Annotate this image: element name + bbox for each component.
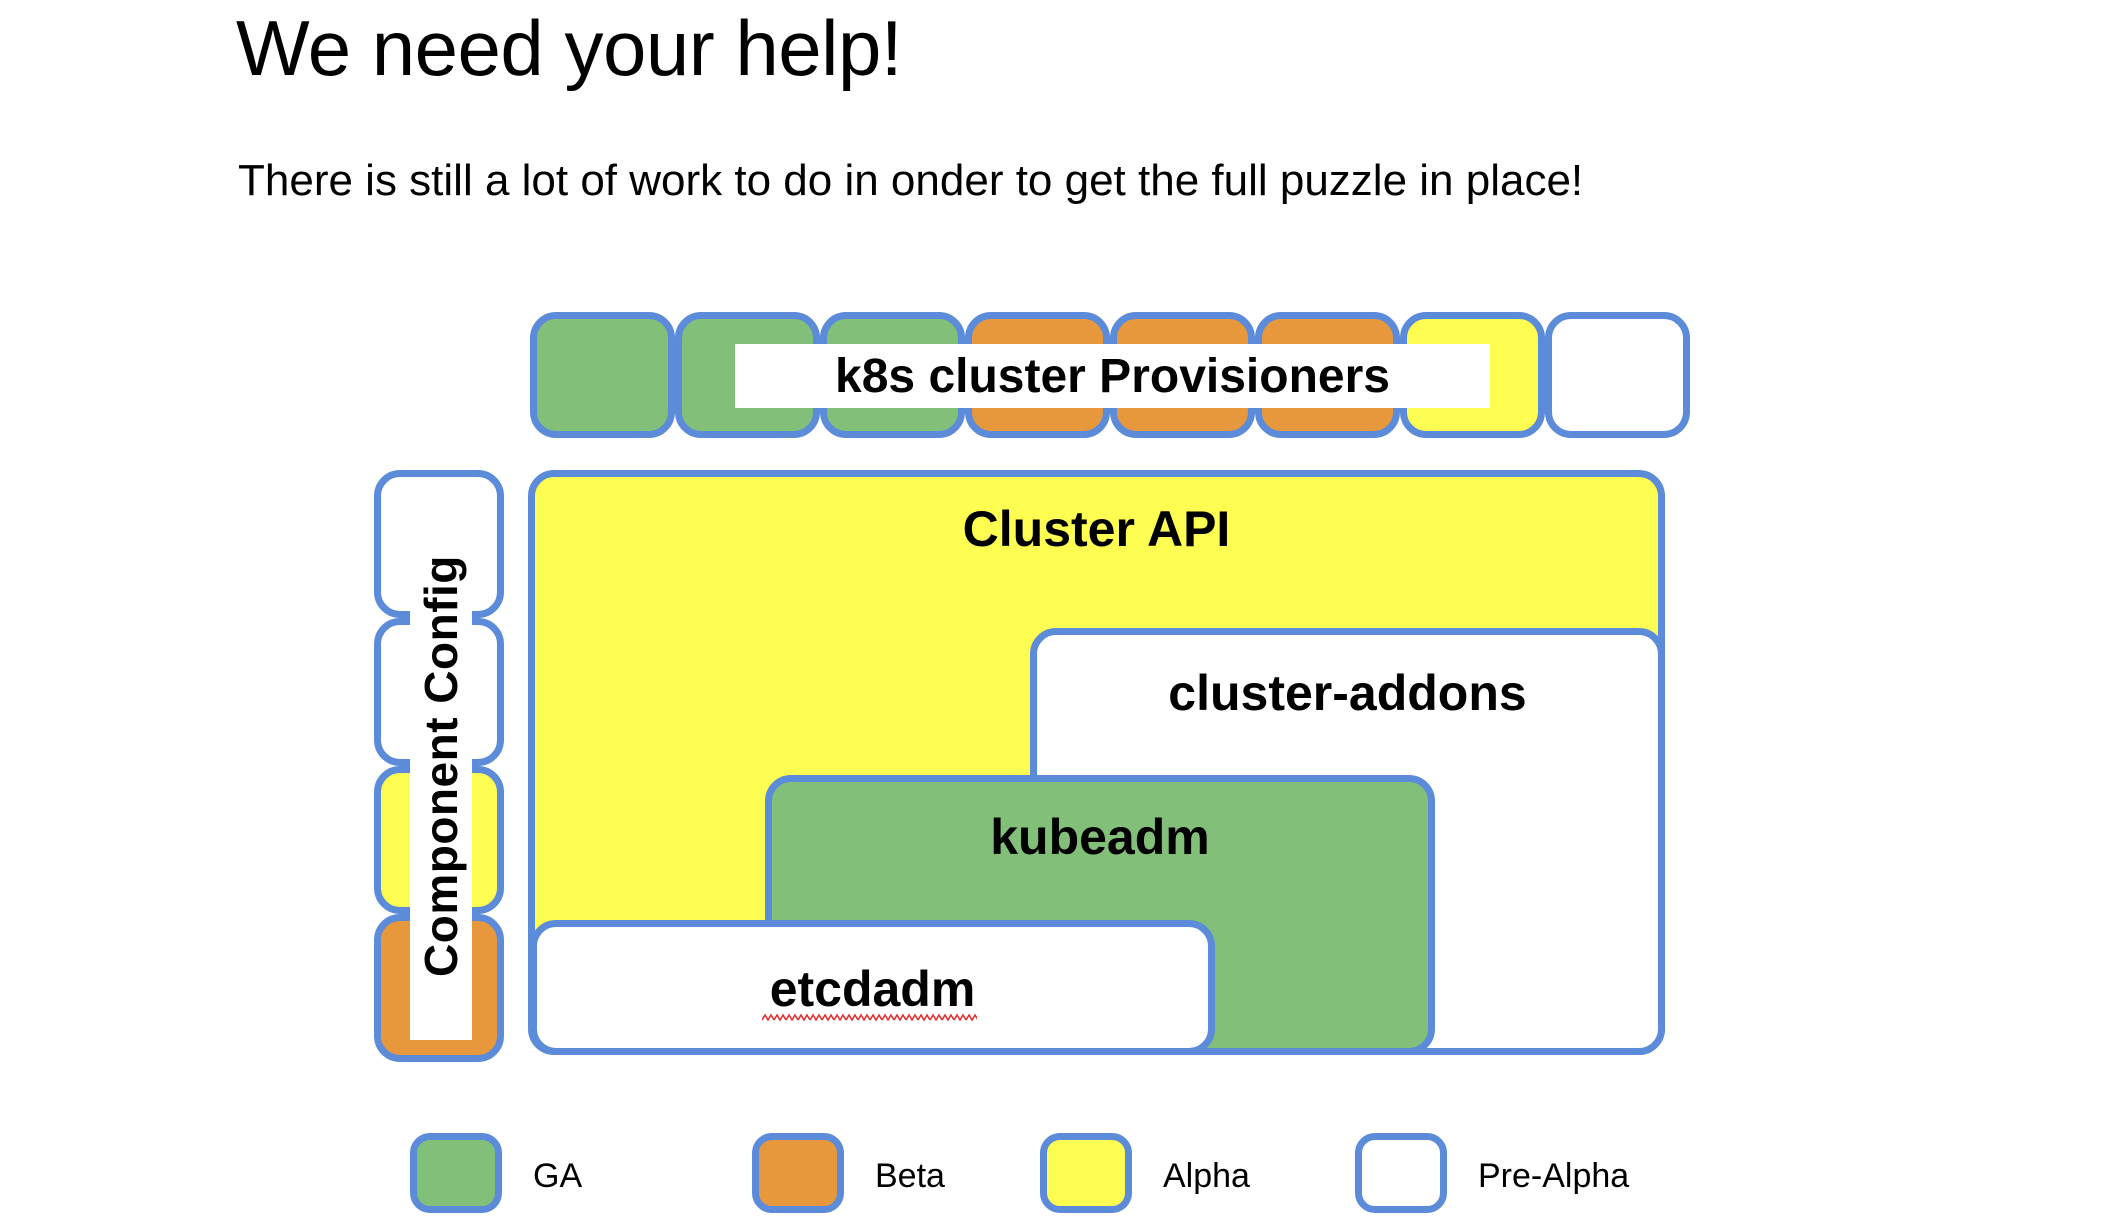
legend-label-pre-alpha: Pre-Alpha [1478, 1157, 1630, 1195]
page-title: We need your help! [236, 4, 903, 92]
box-cluster-addons-label: cluster-addons [1168, 665, 1527, 721]
provisioner-block-1[interactable] [530, 312, 675, 438]
legend-swatch-ga [410, 1133, 502, 1213]
provisioner-block-8[interactable] [1545, 312, 1690, 438]
box-cluster-api-label: Cluster API [962, 501, 1231, 557]
legend-label-beta: Beta [875, 1157, 945, 1195]
provisioners-label: k8s cluster Provisioners [735, 344, 1490, 408]
box-etcdadm[interactable] [530, 920, 1215, 1055]
legend-swatch-beta [752, 1133, 844, 1213]
legend-label-alpha: Alpha [1163, 1157, 1250, 1195]
page-subtitle: There is still a lot of work to do in on… [238, 156, 1584, 205]
box-etcdadm-label: etcdadm [769, 961, 976, 1017]
spellcheck-underline-icon [762, 1013, 977, 1023]
legend-swatch-pre-alpha [1355, 1133, 1447, 1213]
box-kubeadm-label: kubeadm [990, 809, 1210, 865]
legend-swatch-alpha [1040, 1133, 1132, 1213]
component-config-label: Component Config [410, 492, 472, 1040]
legend-label-ga: GA [533, 1157, 583, 1195]
